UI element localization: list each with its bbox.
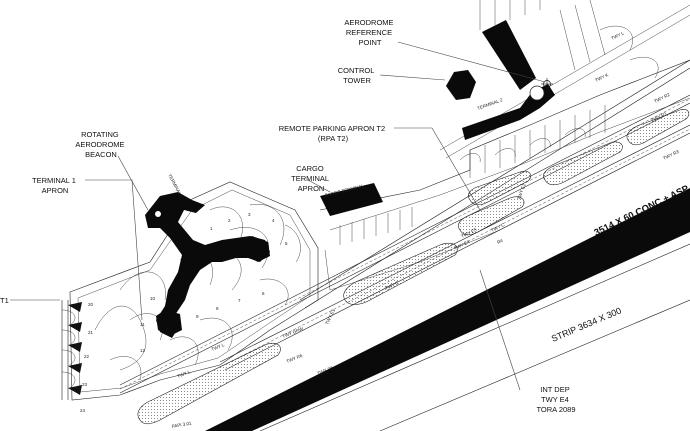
twy-label: TWY C [384, 280, 400, 291]
stand-number: 24 [80, 408, 86, 413]
twy-label: PAPI 3.01 [171, 421, 192, 429]
terminal-2-building: TERMINAL 2 [462, 20, 555, 140]
stand-number: 21 [88, 330, 94, 335]
twy-label: TWY E1 [324, 308, 336, 326]
stand-number: 4 [272, 218, 275, 223]
twy-label: TWY C [490, 222, 506, 233]
control-tower-callout: CONTROL TOWER [338, 66, 376, 85]
control-tower-icon [446, 70, 476, 100]
int-dep-callout: INT DEP TWY E4 TORA 2089 [536, 385, 575, 414]
twy-label: TWY K [594, 72, 609, 83]
stand-number: 20 [88, 302, 94, 307]
stand-number: 11 [140, 322, 145, 327]
twy-label: TWY R3 [662, 149, 680, 161]
arp-icon [541, 78, 553, 90]
leader-lines [10, 41, 546, 391]
twy-label: TWY R6 [286, 353, 304, 364]
rpa-stands [459, 0, 659, 178]
stand-numbers: 20 21 22 23 24 1 2 3 4 5 6 7 8 9 10 11 1… [80, 212, 288, 413]
stand-number: 8 [216, 306, 219, 311]
twy-label: TWY R2 [653, 92, 671, 104]
arp-callout: AERODROME REFERENCE POINT [344, 18, 395, 47]
t1-apron-callout: TERMINAL 1 APRON [32, 176, 78, 195]
stand-number: 3 [248, 212, 251, 217]
strip-label: STRIP 3634 X 300 [550, 305, 623, 343]
stand-number: 10 [150, 296, 156, 301]
stand-number: 1 [210, 226, 213, 231]
stand-number: 12 [140, 348, 146, 353]
dotted-islands [137, 109, 690, 425]
stand-number: 5 [285, 241, 288, 246]
twy-label: R4 [496, 238, 504, 245]
stand-number: 22 [84, 354, 90, 359]
t1-edge-label: T1 [0, 296, 9, 305]
twy-label: TWY E1 [516, 182, 527, 200]
runway-strip [259, 243, 690, 431]
twy-label: TWY R5 [317, 365, 335, 376]
cargo-terminal: CARGO TERMINAL [320, 183, 413, 245]
stand-number: 23 [82, 382, 88, 387]
rpa-callout: REMOTE PARKING APRON T2 (RPA T2) [279, 124, 388, 143]
cargo-apron-callout: CARGO TERMINAL APRON [291, 164, 331, 193]
stand-number: 2 [228, 218, 231, 223]
t1-left-stands [61, 300, 82, 400]
twy-label: TWY L [177, 369, 192, 379]
terminal-1-building: TERMINAL 1 [145, 173, 270, 338]
stand-number: 9 [196, 314, 199, 319]
runway [205, 188, 690, 431]
twy-label: TWY GRW [282, 326, 305, 339]
terminal-2-label: TERMINAL 2 [477, 97, 504, 111]
stand-number: 7 [238, 298, 241, 303]
stand-number: 6 [262, 291, 265, 296]
beacon-callout: ROTATING AERODROME BEACON [75, 130, 126, 159]
twy-label: TWY L [211, 342, 226, 352]
twy-label: TWY L [610, 30, 625, 41]
